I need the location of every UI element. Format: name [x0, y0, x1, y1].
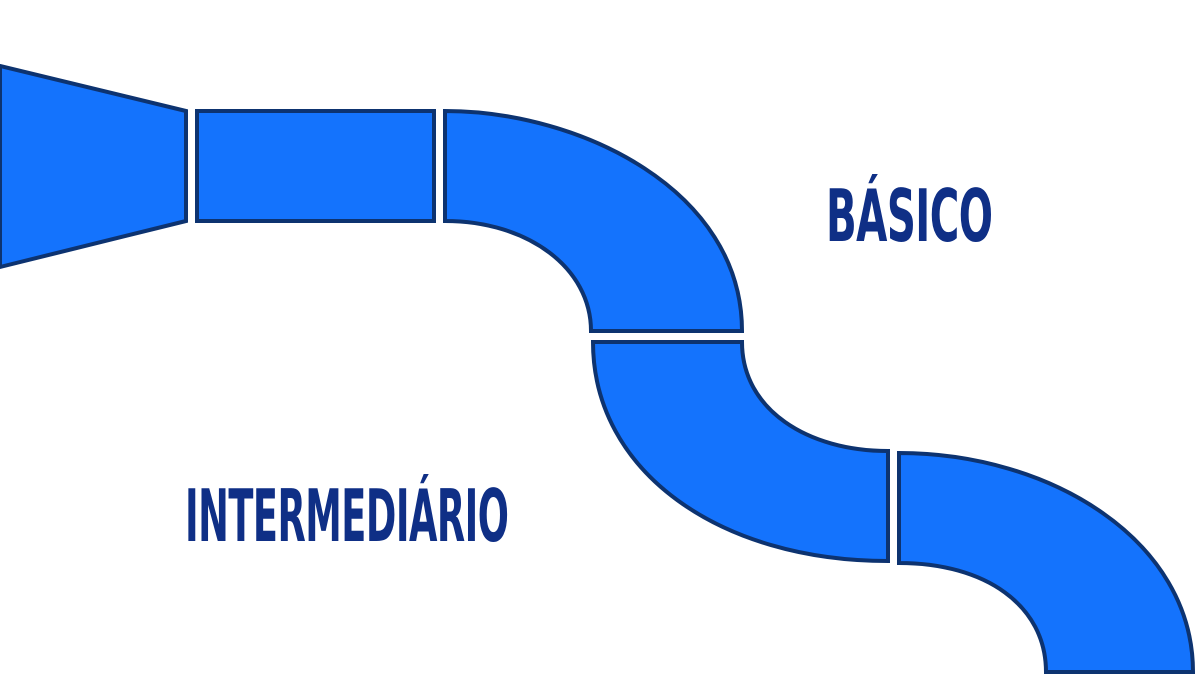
- pipe-segment-straight: [195, 109, 436, 223]
- stage-label-intermediario: INTERMEDIÁRIO: [185, 474, 509, 558]
- pipe-segment-bend-3: [897, 450, 1196, 674]
- stage-label-basico: BÁSICO: [826, 174, 993, 258]
- pipe-segment-bend-2: [590, 340, 890, 564]
- pipe-segment-funnel: [0, 63, 188, 270]
- pipe-segment-bend-1: [443, 108, 745, 333]
